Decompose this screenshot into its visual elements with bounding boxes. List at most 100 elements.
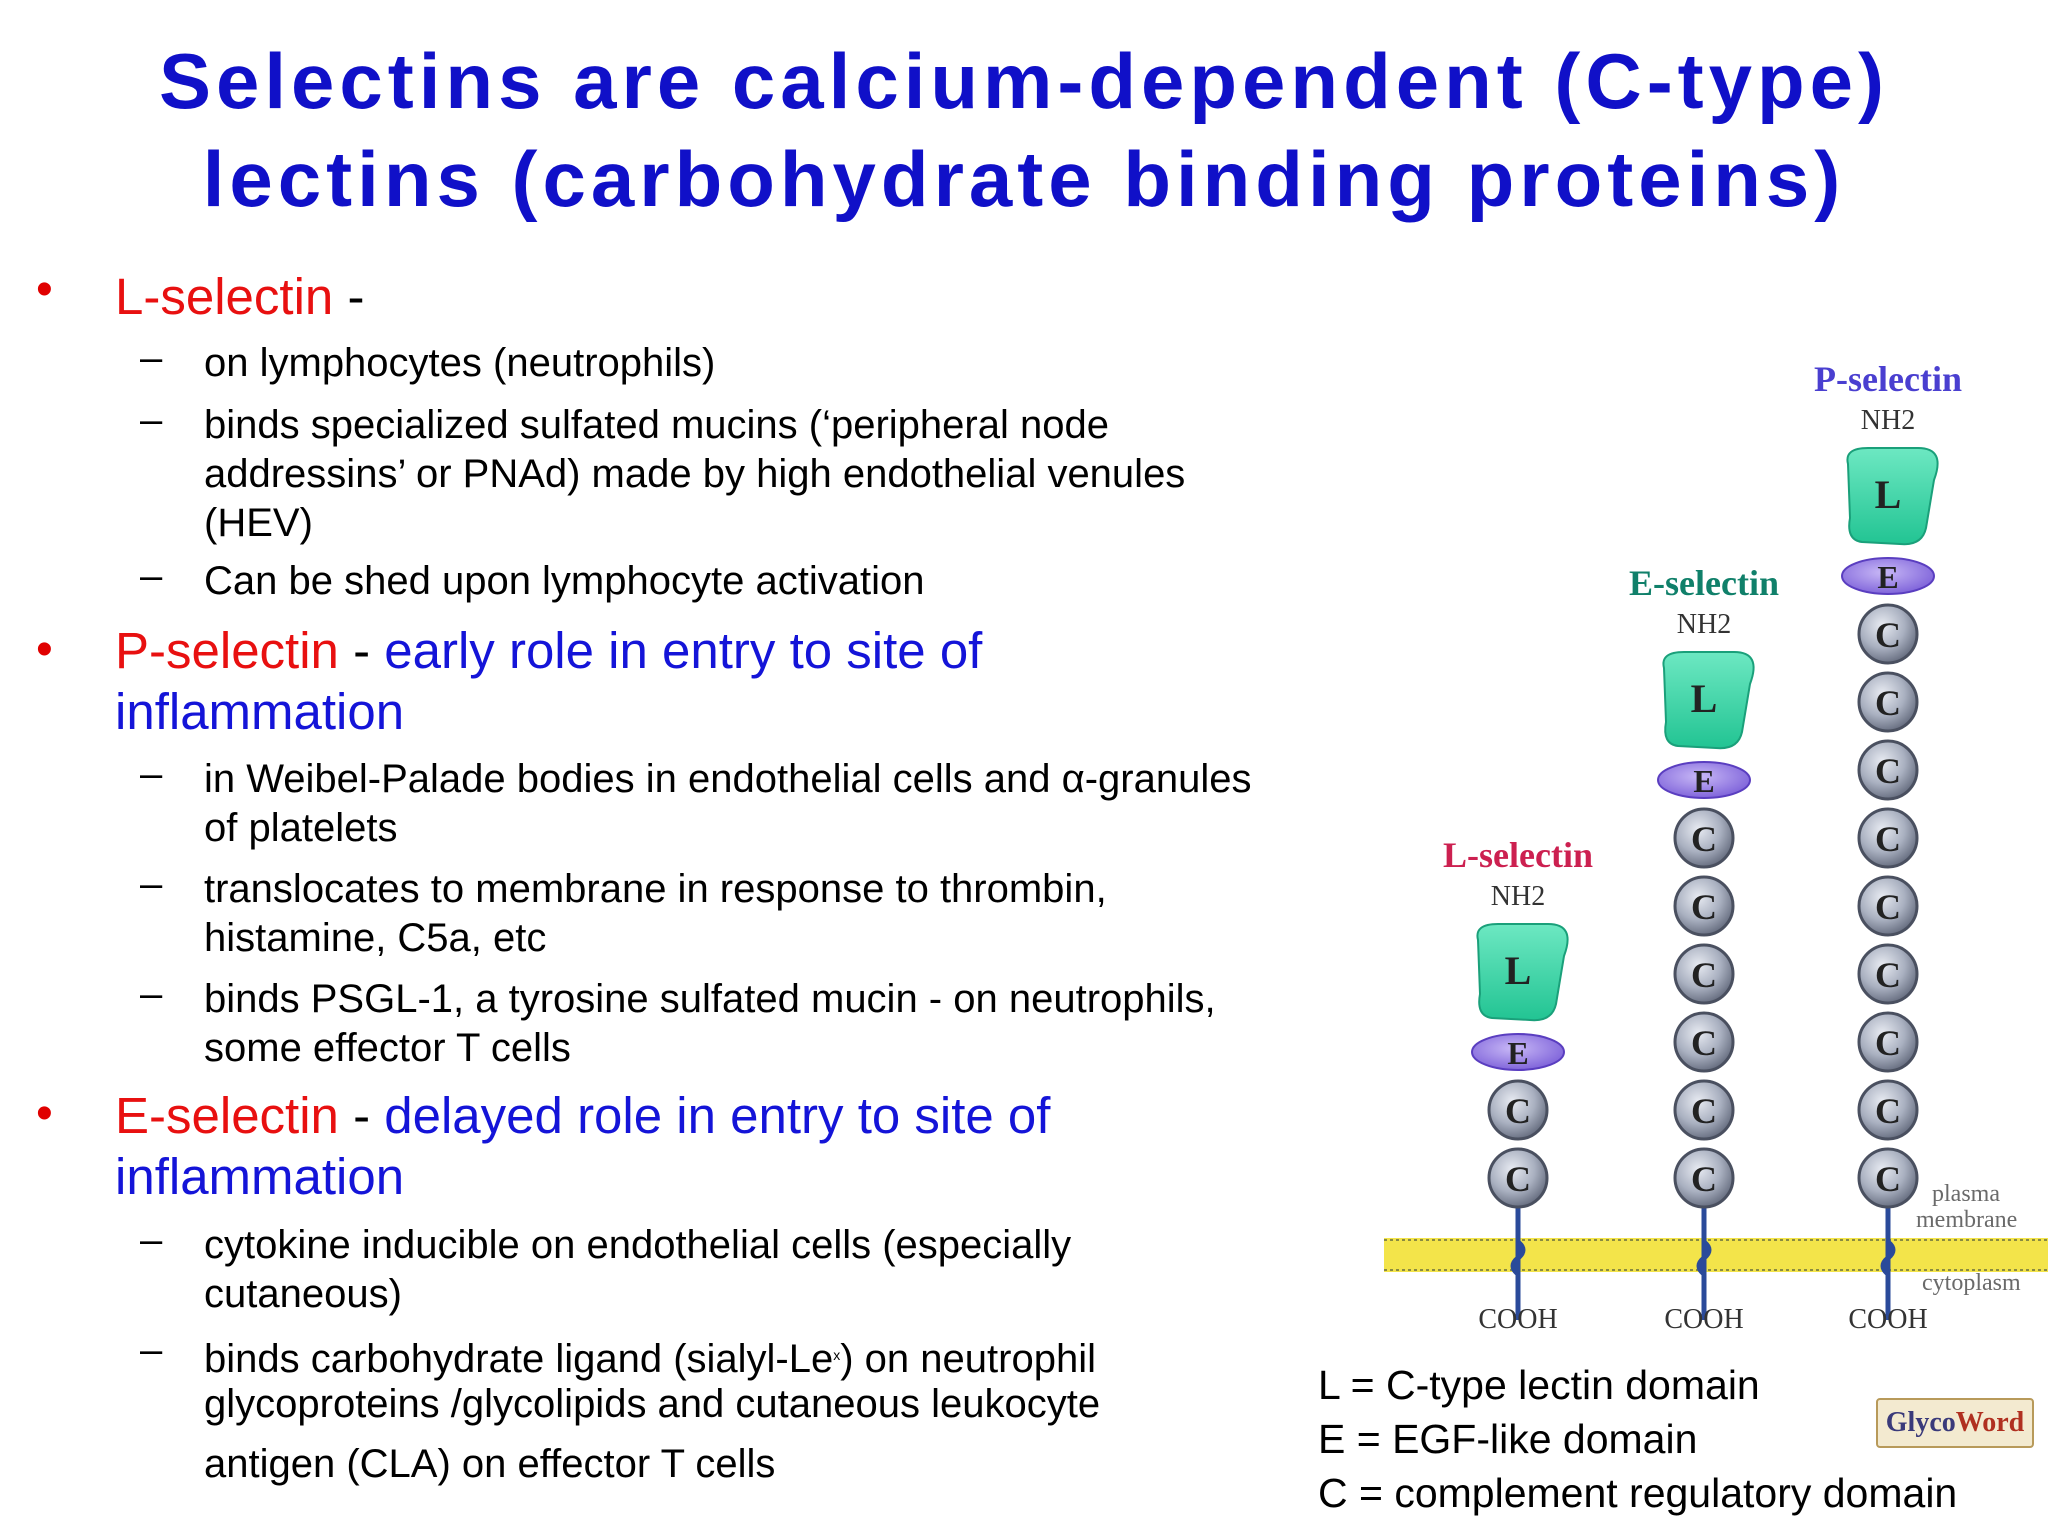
e-sub-2c: antigen (CLA) on effector T cells <box>204 1442 776 1486</box>
title-line-1: Selectins are calcium-dependent (C-type) <box>158 37 1890 125</box>
bullet-p-selectin: P-selectin - early role in entry to site… <box>115 620 982 681</box>
complement-domain-label: C <box>1875 1159 1901 1199</box>
complement-domain-label: C <box>1691 887 1717 927</box>
p-sub-3b: some effector T cells <box>204 1026 571 1070</box>
complement-domain-label: C <box>1505 1159 1531 1199</box>
complement-domain-label: C <box>1875 683 1901 723</box>
l-sub-2c: (HEV) <box>204 501 313 545</box>
complement-domain <box>1857 739 1919 801</box>
complement-domain-label: C <box>1691 1159 1717 1199</box>
complement-domain <box>1857 603 1919 665</box>
complement-domain <box>1857 1079 1919 1141</box>
e-selectin-diagram-label: E-selectin <box>1629 563 1779 603</box>
e-sub-2b: glycoproteins /glycolipids and cutaneous… <box>204 1382 1101 1426</box>
dash-marker: – <box>140 1218 163 1262</box>
cooh-label: COOH <box>1664 1304 1743 1335</box>
p-sub-3a: binds PSGL-1, a tyrosine sulfated mucin … <box>204 977 1216 1021</box>
complement-domain <box>1857 671 1919 733</box>
complement-domain-label: C <box>1691 819 1717 859</box>
p-selectin-role-line2: inflammation <box>115 683 405 740</box>
complement-domain <box>1857 943 1919 1005</box>
plasma-membrane <box>1384 1238 2048 1272</box>
p-selectin-name: P-selectin <box>115 622 339 679</box>
l-selectin-name: L-selectin <box>115 268 334 325</box>
dash-marker: – <box>140 554 163 598</box>
egf-domain-label: E <box>1877 559 1898 595</box>
complement-domain <box>1487 1079 1549 1141</box>
lectin-domain <box>1476 923 1569 1022</box>
e-sub-1a: cytokine inducible on endothelial cells … <box>204 1223 1072 1267</box>
l-sub-2a: binds specialized sulfated mucins (‘peri… <box>204 403 1109 447</box>
dash-marker: – <box>140 336 163 380</box>
complement-domain-label: C <box>1505 1091 1531 1131</box>
e-sub-2a: binds carbohydrate ligand (sialyl-Lex) o… <box>204 1331 1096 1384</box>
p-sub-2b: histamine, C5a, etc <box>204 916 547 960</box>
egf-domain <box>1657 761 1751 799</box>
complement-domain <box>1857 807 1919 869</box>
lectin-domain-label: L <box>1875 472 1902 517</box>
legend-egf: E = EGF-like domain <box>1318 1416 1698 1462</box>
nh2-label: NH2 <box>1677 609 1731 640</box>
p-selectin-separator: - <box>338 622 385 679</box>
complement-domain <box>1857 1011 1919 1073</box>
complement-domain <box>1673 875 1735 937</box>
cytoplasm-label: cytoplasm <box>1922 1270 2021 1296</box>
bullet-l-selectin: L-selectin - <box>115 266 364 327</box>
egf-domain-label: E <box>1693 763 1714 799</box>
glycoword-logo: GlycoWord <box>1876 1398 2034 1448</box>
complement-domain-label: C <box>1691 955 1717 995</box>
logo-part-2: Word <box>1955 1407 2025 1438</box>
slide-title: Selectins are calcium-dependent (C-type)… <box>0 32 2048 228</box>
l-sub-3: Can be shed upon lymphocyte activation <box>204 559 925 603</box>
complement-domain-label: C <box>1875 955 1901 995</box>
e-sub-2a-end: ) on neutrophil <box>840 1337 1096 1381</box>
e-sub-1b: cutaneous) <box>204 1272 402 1316</box>
cooh-label: COOH <box>1478 1304 1557 1335</box>
l-selectin-separator: - <box>333 268 365 325</box>
transmembrane-segment <box>1510 1240 1526 1276</box>
complement-domain <box>1673 1147 1735 1209</box>
complement-domain-label: C <box>1875 819 1901 859</box>
lectin-domain <box>1662 651 1755 750</box>
dash-marker: – <box>140 752 163 796</box>
complement-domain <box>1673 943 1735 1005</box>
complement-domain-label: C <box>1875 1091 1901 1131</box>
complement-domain <box>1857 875 1919 937</box>
bullet-marker: • <box>36 263 53 316</box>
nh2-label: NH2 <box>1491 881 1545 912</box>
l-selectin-diagram-label: L-selectin <box>1443 835 1593 875</box>
transmembrane-segment <box>1696 1240 1712 1276</box>
egf-domain <box>1841 557 1935 595</box>
legend-lectin: L = C-type lectin domain <box>1318 1362 1760 1408</box>
lectin-domain <box>1846 447 1939 546</box>
lectin-domain-label: L <box>1505 948 1532 993</box>
e-selectin-role-line2: inflammation <box>115 1148 405 1205</box>
transmembrane-segment <box>1880 1240 1896 1276</box>
complement-domain-label: C <box>1875 751 1901 791</box>
legend-complement: C = complement regulatory domain <box>1318 1470 1958 1516</box>
bullet-e-selectin: E-selectin - delayed role in entry to si… <box>115 1085 1050 1146</box>
bullet-marker: • <box>36 623 53 676</box>
complement-domain-label: C <box>1875 615 1901 655</box>
nh2-label: NH2 <box>1861 405 1915 436</box>
p-sub-2a: translocates to membrane in response to … <box>204 867 1107 911</box>
l-sub-1: on lymphocytes (neutrophils) <box>204 341 716 385</box>
dash-marker: – <box>140 972 163 1016</box>
complement-domain <box>1673 1011 1735 1073</box>
complement-domain <box>1673 807 1735 869</box>
e-selectin-role: delayed role in entry to site of <box>384 1087 1051 1144</box>
e-sub-2a-start: binds carbohydrate ligand (sialyl-Le <box>204 1337 834 1381</box>
l-sub-2b: addressins’ or PNAd) made by high endoth… <box>204 452 1186 496</box>
p-sub-1a: in Weibel-Palade bodies in endothelial c… <box>204 757 1252 801</box>
egf-domain-label: E <box>1507 1035 1528 1071</box>
e-selectin-name: E-selectin <box>115 1087 339 1144</box>
p-selectin-diagram-label: P-selectin <box>1814 359 1962 399</box>
p-selectin-role: early role in entry to site of <box>384 622 983 679</box>
lewis-x-superscript: x <box>833 1347 841 1363</box>
plasma-label: plasma <box>1932 1181 2000 1207</box>
dash-marker: – <box>140 862 163 906</box>
bullet-marker: • <box>36 1087 53 1140</box>
